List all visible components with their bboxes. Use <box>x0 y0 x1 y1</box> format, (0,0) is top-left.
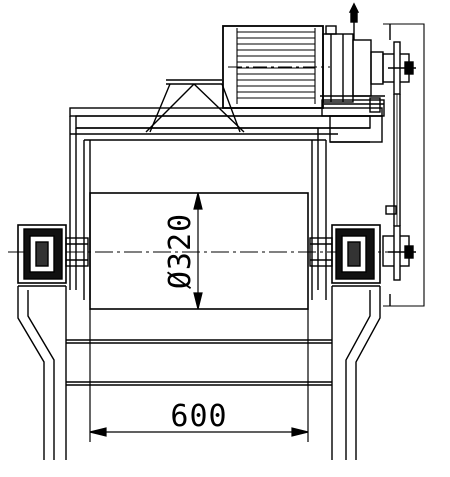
motor <box>222 2 384 109</box>
drum-diameter-label: Ø320 <box>163 213 198 289</box>
dim-diameter <box>193 192 203 310</box>
frame-left <box>17 285 67 460</box>
bearing-right <box>309 224 381 284</box>
motor-base <box>69 79 385 300</box>
drum-width-label: 600 <box>170 399 227 434</box>
chain-drive <box>382 23 425 307</box>
bearing-left <box>17 224 89 284</box>
drum <box>89 192 309 310</box>
belt-lines <box>66 339 332 386</box>
dim-width <box>89 309 309 442</box>
frame-right <box>331 285 381 460</box>
